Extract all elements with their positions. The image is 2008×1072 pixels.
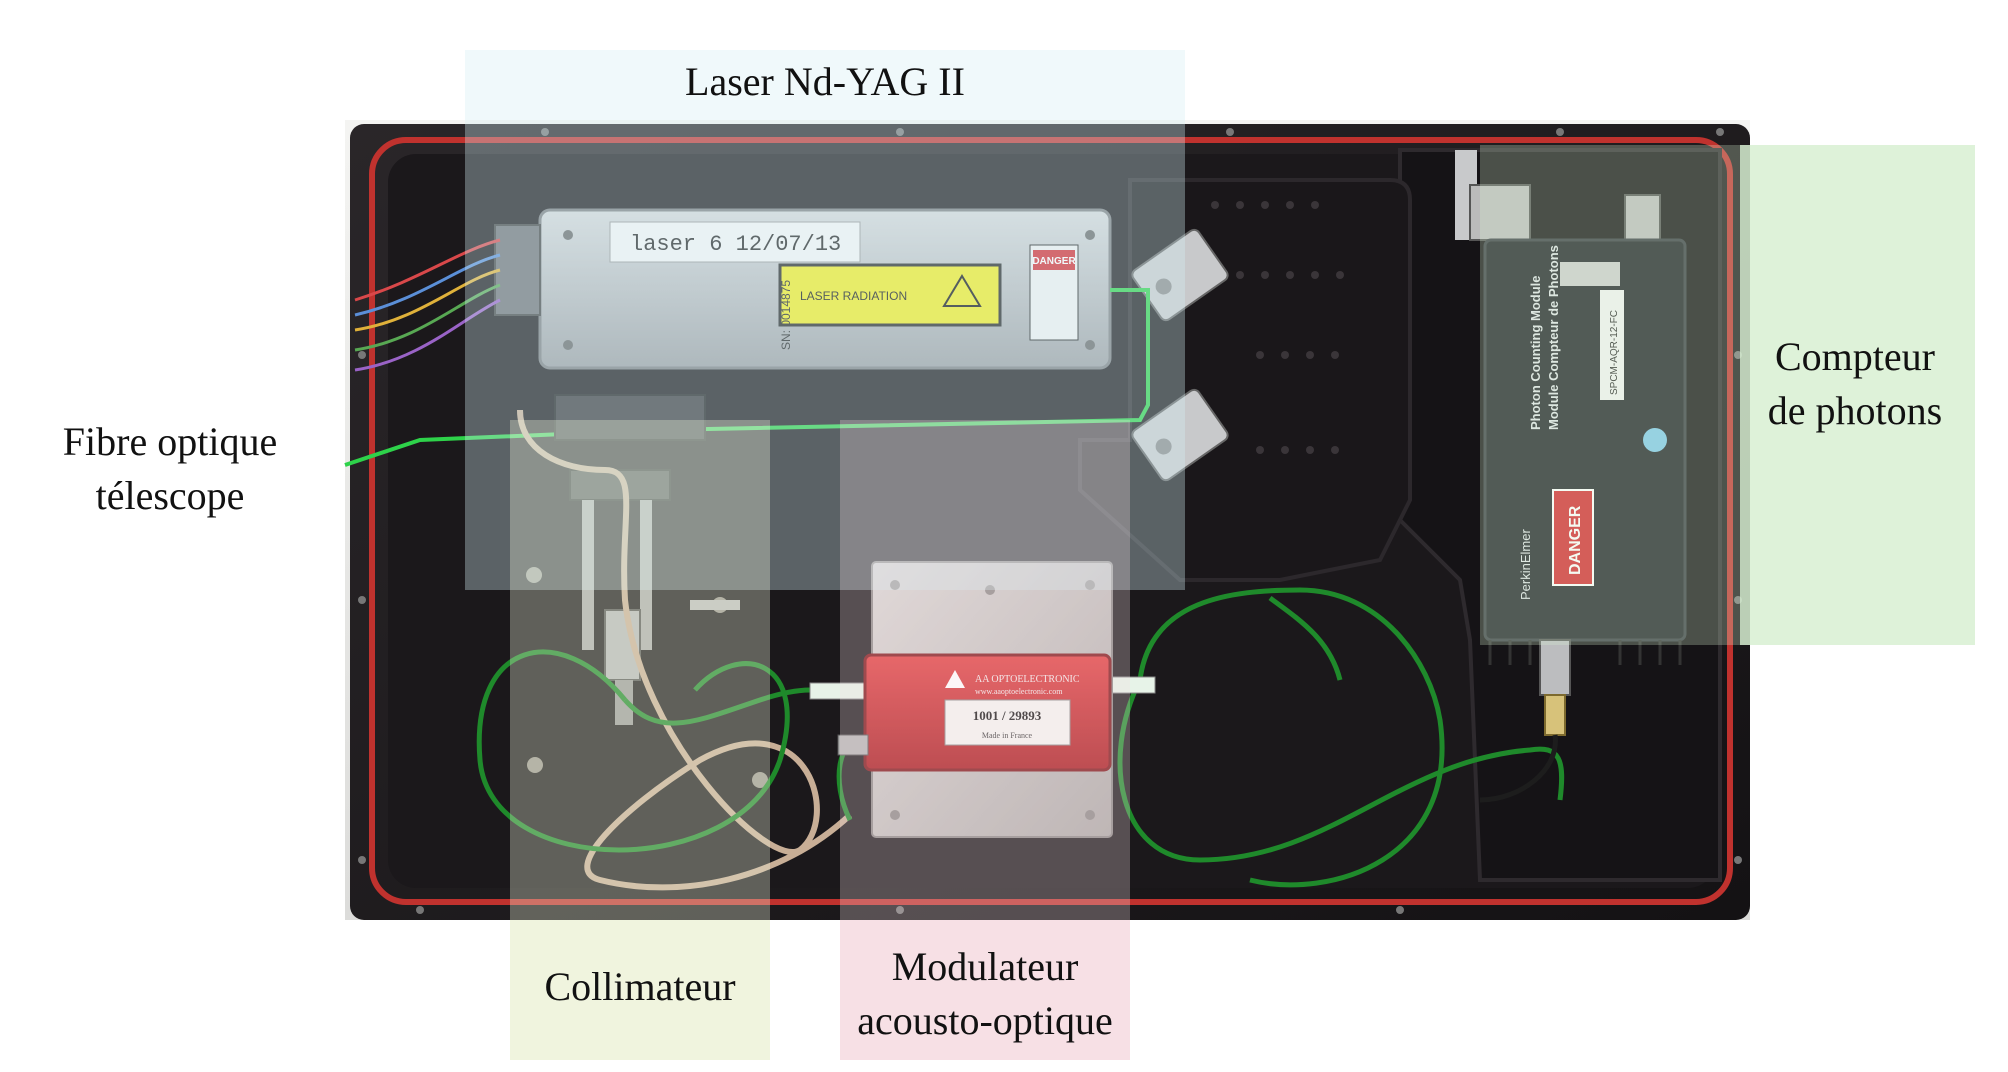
laser-label-text: Laser Nd-YAG II [685,59,965,104]
modulateur-label: Modulateur acousto-optique [840,940,1130,1048]
collimateur-label-text: Collimateur [544,964,736,1009]
laser-hazard-icon [942,274,982,307]
photon-model-text: SPCM-AQR-12-FC [1609,310,1620,395]
laser-highlight [465,50,1185,590]
highlight-overlays [465,50,1975,1060]
compteur-label-line2: de photons [1767,388,1943,433]
modulateur-label-line2: acousto-optique [857,998,1113,1043]
laser-warning-text: LASER RADIATION [800,289,907,303]
fibre-label: Fibre optique télescope [20,415,320,523]
modulator-serial-text: 1001 / 29893 [973,708,1042,723]
photon-counting-module: Photon Counting Module Module Compteur d… [1455,150,1687,803]
laser-danger-text: DANGER [1032,256,1076,267]
laser-tag-text: laser 6 12/07/13 [630,232,841,257]
acousto-optic-modulator: AA OPTOELECTRONIC www.aaoptoelectronic.c… [837,653,1112,772]
collimator-assembly [526,394,768,788]
compteur-label: Compteur de photons [1735,330,1975,438]
photon-brand-text: PerkinElmer [1518,529,1533,600]
laser-beam [344,288,1150,467]
modulator-logo-icon [945,670,965,688]
laser-warning-label [778,263,1002,327]
modulator-brand-text: AA OPTOELECTRONIC [975,674,1080,685]
modulateur-label-line1: Modulateur [891,944,1079,989]
modulator-site-text: www.aaoptoelectronic.com [975,687,1063,696]
photon-module-fr-text: Module Compteur de Photons [1546,245,1561,430]
red-gasket [369,137,1733,905]
photon-danger-text: DANGER [1567,505,1584,575]
fibre-label-line1: Fibre optique [62,419,278,464]
steering-mirrors [1131,228,1229,482]
laser-label: Laser Nd-YAG II [465,55,1185,109]
compteur-label-line1: Compteur [1775,334,1935,379]
beige-fiber [517,409,853,891]
compteur-highlight [1740,145,1975,645]
status-led-icon [1643,428,1667,452]
laser-serial-text: SN: 0014875 [779,280,793,350]
collimateur-label: Collimateur [510,960,770,1014]
modulateur-highlight [840,420,1130,920]
fibre-label-line2: télescope [95,473,245,518]
photon-module-en-text: Photon Counting Module [1528,275,1543,430]
modulator-origin-text: Made in France [982,731,1033,740]
